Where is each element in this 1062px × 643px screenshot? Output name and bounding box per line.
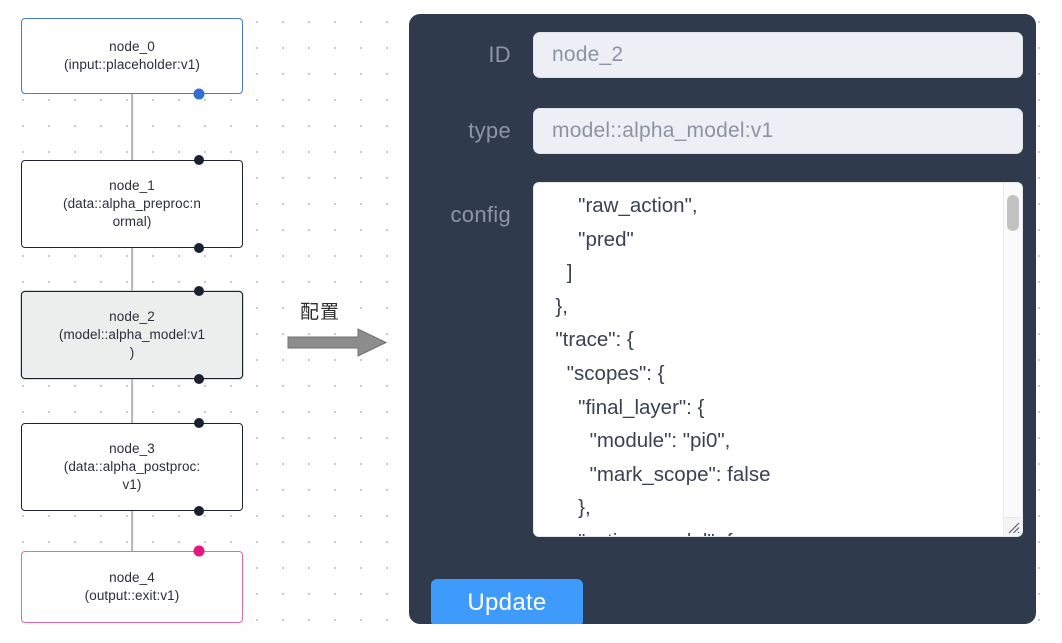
graph-node-node_2[interactable]: node_2 (model::alpha_model:v1 ) (21, 291, 243, 379)
node_2-source-handle[interactable] (193, 374, 204, 384)
node_1-source-handle[interactable] (193, 243, 204, 253)
type-field-label: type (468, 118, 511, 143)
node_4-target-handle[interactable] (193, 545, 204, 557)
config-resize-handle-icon[interactable] (1004, 517, 1021, 535)
update-button[interactable]: Update (431, 579, 583, 624)
config-textarea-wrapper[interactable]: "raw_action", "pred" ] }, "trace": { "sc… (533, 182, 1023, 537)
panel-bottom-clip (397, 624, 1062, 643)
graph-node-label: node_1 (data::alpha_preproc:n ormal) (62, 178, 202, 229)
id-input[interactable]: node_2 (533, 32, 1023, 78)
node-inspector-panel: ID node_2 type model::alpha_model:v1 con… (409, 14, 1036, 624)
node_3-source-handle[interactable] (193, 506, 204, 516)
annotation-label: 配置 (300, 301, 341, 323)
graph-node-label: node_3 (data::alpha_postproc: v1) (63, 441, 201, 492)
node_3-target-handle[interactable] (193, 418, 204, 428)
type-input[interactable]: model::alpha_model:v1 (533, 108, 1023, 154)
node_1-target-handle[interactable] (193, 155, 204, 165)
config-field-row: config "raw_action", "pred" ] }, "trace"… (409, 182, 1036, 537)
graph-node-node_4[interactable]: node_4 (output::exit:v1) (21, 551, 243, 623)
config-scrollbar-thumb[interactable] (1007, 195, 1019, 231)
graph-node-label: node_0 (input::placeholder:v1) (64, 39, 200, 72)
id-field-row: ID node_2 (409, 32, 1036, 78)
edge-node3-node4 (131, 511, 133, 551)
node_2-target-handle[interactable] (193, 286, 204, 296)
config-scrollbar[interactable] (1003, 183, 1022, 536)
graph-node-node_1[interactable]: node_1 (data::alpha_preproc:n ormal) (21, 160, 243, 248)
graph-canvas[interactable]: node_0 (input::placeholder:v1) node_1 (d… (0, 0, 397, 643)
edge-node0-node1 (131, 94, 133, 160)
annotation-arrow-group: 配置 (286, 297, 390, 359)
graph-node-label: node_2 (model::alpha_model:v1 ) (58, 309, 206, 360)
graph-node-node_0[interactable]: node_0 (input::placeholder:v1) (21, 18, 243, 94)
graph-node-node_3[interactable]: node_3 (data::alpha_postproc: v1) (21, 423, 243, 511)
config-field-label: config (450, 202, 511, 227)
id-field-label: ID (488, 42, 511, 67)
edge-node1-node2 (131, 248, 133, 291)
graph-node-label: node_4 (output::exit:v1) (84, 570, 180, 603)
node_0-source-handle[interactable] (193, 88, 204, 100)
right-arrow-icon (286, 327, 390, 364)
edge-node2-node3 (131, 379, 133, 423)
config-textarea[interactable]: "raw_action", "pred" ] }, "trace": { "sc… (555, 194, 771, 536)
type-field-row: type model::alpha_model:v1 (409, 108, 1036, 154)
